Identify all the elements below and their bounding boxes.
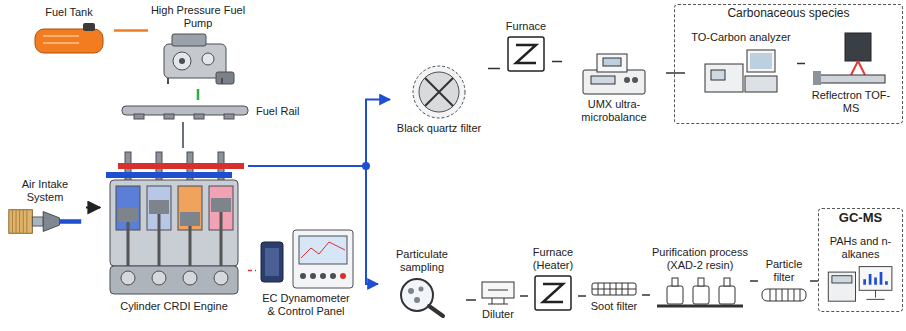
component-icon xyxy=(120,102,250,120)
component-icon xyxy=(811,31,891,87)
component-label: UMX ultra-microbalance xyxy=(564,98,664,124)
analysis-group: Carbonaceous speciesTO-Carbon analyzerRe… xyxy=(674,4,903,124)
component-label: Purification process (XAD-2 resin) xyxy=(652,246,748,272)
air-intake: Air Intake System xyxy=(4,176,86,239)
gcms-output: PAHs and n-alkanes xyxy=(822,233,899,305)
group-heading: Carbonaceous species xyxy=(727,7,849,20)
furnace: Furnace xyxy=(500,18,552,75)
component-icon xyxy=(397,276,447,320)
quartz-filter: Black quartz filter xyxy=(390,62,488,137)
component-icon xyxy=(158,32,238,87)
tof-ms: Reflectron TOF-MS xyxy=(805,29,897,117)
pipe-connector xyxy=(248,270,256,272)
component-label: EC Dynamometer & Control Panel xyxy=(258,292,354,318)
pipe-connector xyxy=(488,68,500,70)
junction-dot xyxy=(362,162,370,170)
component-icon xyxy=(579,50,649,96)
diluter: Diluter xyxy=(476,278,520,323)
component-icon xyxy=(760,286,808,304)
gcms-group: GC-MS PAHs and n-alkanes xyxy=(818,208,903,312)
pipe-connector xyxy=(666,72,685,74)
pipe-connector xyxy=(520,295,528,297)
pipe-connector xyxy=(642,294,650,296)
component-label: Black quartz filter xyxy=(397,122,481,135)
component-icon xyxy=(655,274,745,310)
engine: Cylinder CRDI Engine xyxy=(100,148,248,315)
component-icon xyxy=(826,263,896,303)
component-icon xyxy=(703,46,779,96)
component-label: Furnace xyxy=(506,20,546,33)
component-label: Diluter xyxy=(482,308,514,321)
pipe-connector xyxy=(750,280,758,282)
component-label: PAHs and n-alkanes xyxy=(824,235,897,261)
component-label: Air Intake System xyxy=(6,178,84,204)
pipe-connector xyxy=(114,29,148,32)
component-label: TO-Carbon analyzer xyxy=(691,31,790,44)
component-icon xyxy=(104,150,244,298)
component-label: Particle filter xyxy=(760,258,808,284)
pipe-connector xyxy=(197,89,200,100)
pipe-connector xyxy=(248,100,390,167)
component-icon xyxy=(7,206,83,237)
pipe-connector xyxy=(810,280,818,282)
pipe-connector xyxy=(578,295,586,297)
particle-filter: Particle filter xyxy=(758,256,810,306)
component-label: Fuel Tank xyxy=(45,6,93,19)
component-label: Reflectron TOF-MS xyxy=(807,89,895,115)
microbalance: UMX ultra-microbalance xyxy=(562,48,666,126)
purification: Purification process (XAD-2 resin) xyxy=(650,244,750,312)
component-icon xyxy=(259,228,354,290)
fuel-pump: High Pressure Fuel Pump xyxy=(148,2,248,89)
fuel-rail: Fuel Rail xyxy=(118,100,314,122)
component-icon xyxy=(506,35,546,73)
pipe-connector xyxy=(466,299,476,301)
heater-furnace: Furnace (Heater) xyxy=(528,244,578,314)
group-heading: GC-MS xyxy=(839,211,882,224)
pipe-connector xyxy=(797,63,805,65)
soot-filter: Soot filter xyxy=(586,278,642,315)
pipe-connector xyxy=(86,207,100,209)
component-label: Furnace (Heater) xyxy=(530,246,576,272)
component-label: Particulate sampling xyxy=(380,248,464,274)
component-label: High Pressure Fuel Pump xyxy=(150,4,246,30)
component-label: Soot filter xyxy=(591,300,637,313)
carbon-analyzer: TO-Carbon analyzer xyxy=(685,29,797,98)
particulate-sampling: Particulate sampling xyxy=(378,246,466,322)
component-icon xyxy=(533,274,573,312)
pipe-connector xyxy=(552,61,562,63)
component-label: Cylinder CRDI Engine xyxy=(120,300,228,313)
component-label: Fuel Rail xyxy=(256,105,299,118)
component-icon xyxy=(480,280,516,306)
component-icon xyxy=(29,21,109,55)
fuel-tank: Fuel Tank xyxy=(24,4,114,57)
component-icon xyxy=(411,64,467,120)
component-icon xyxy=(590,280,638,298)
dynamometer: EC Dynamometer & Control Panel xyxy=(256,226,356,320)
pipe-connector xyxy=(182,122,184,148)
